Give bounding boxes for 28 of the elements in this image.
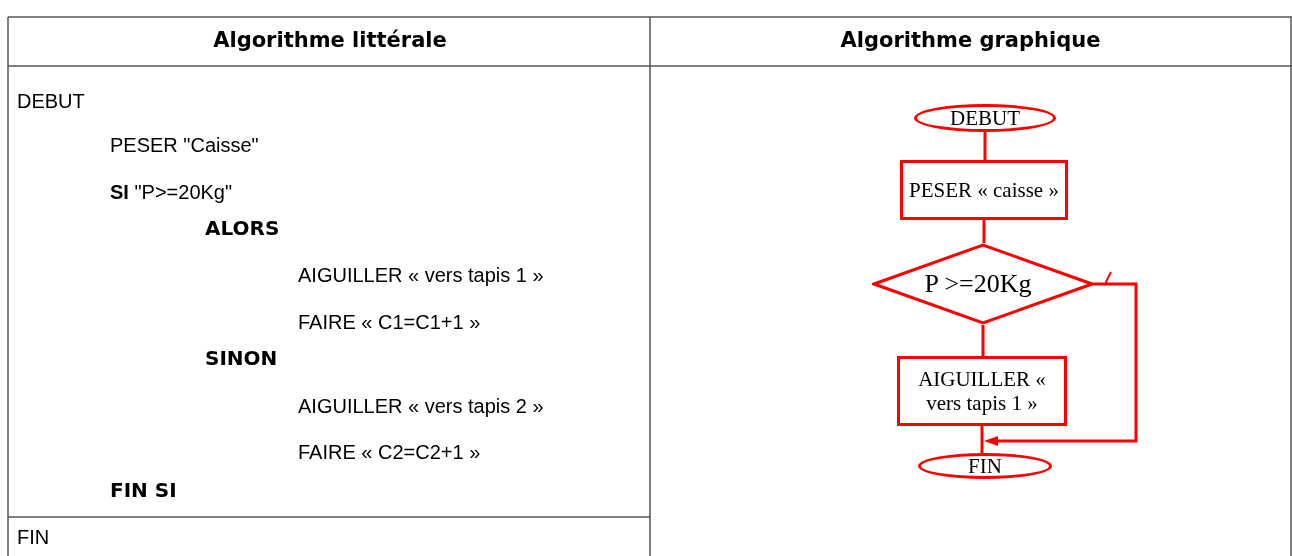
flow-line: [984, 271, 1138, 446]
process-box: [900, 160, 1068, 220]
flow-line: [982, 220, 986, 243]
keyword-text: SINON: [205, 346, 278, 370]
flow-line: [983, 132, 987, 160]
pseudocode-line: DEBUT: [17, 89, 85, 113]
node-label: P >=20Kg: [924, 272, 1032, 296]
pseudocode-line: FAIRE « C1=C1+1 »: [298, 310, 481, 334]
pseudocode-line: FAIRE « C2=C2+1 »: [298, 440, 481, 464]
node-label: DEBUT: [950, 106, 1020, 130]
node-label: AIGUILLER « vers tapis 1 »: [917, 367, 1047, 415]
pseudocode-line: SI "P>=20Kg": [110, 180, 233, 204]
keyword-text: ALORS: [205, 216, 280, 240]
terminal-ellipse: [914, 104, 1056, 132]
flow-line: [981, 325, 985, 356]
column-header: Algorithme littérale: [212, 28, 448, 52]
keyword-text: FIN SI: [110, 478, 177, 502]
terminal-ellipse: [918, 453, 1052, 479]
node-label: FIN: [968, 454, 1002, 478]
pseudocode-line: PESER "Caisse": [110, 133, 259, 157]
pseudocode-line: AIGUILLER « vers tapis 2 »: [298, 394, 544, 418]
pseudocode-line: FIN: [17, 525, 50, 549]
pseudocode-line: AIGUILLER « vers tapis 1 »: [298, 263, 544, 287]
decision-diamond: [872, 243, 1094, 325]
node-label: PESER « caisse »: [909, 178, 1059, 202]
process-box: [897, 356, 1067, 426]
flow-line: [980, 426, 984, 453]
column-header: Algorithme graphique: [839, 28, 1102, 52]
